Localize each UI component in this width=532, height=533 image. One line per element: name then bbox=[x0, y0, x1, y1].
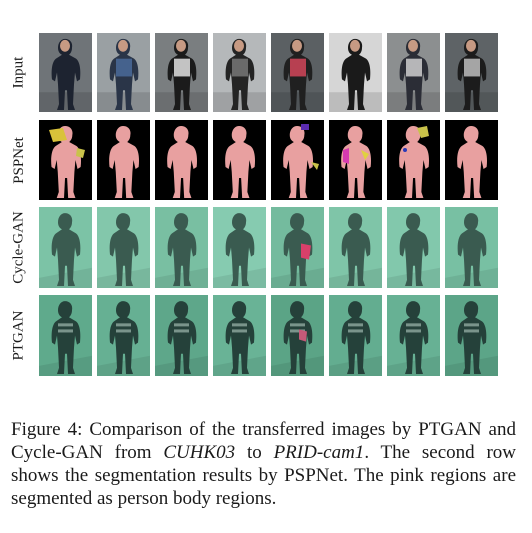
ptgan-image-6 bbox=[329, 295, 382, 376]
pspnet-image-1 bbox=[39, 120, 92, 200]
ptgan-image-2 bbox=[97, 295, 150, 376]
pspnet-image-8 bbox=[445, 120, 498, 200]
pspnet-image-2 bbox=[97, 120, 150, 200]
ptgan-image-8 bbox=[445, 295, 498, 376]
cyclegan-image-7 bbox=[387, 207, 440, 288]
input-image-5 bbox=[271, 33, 324, 112]
ptgan-image-7 bbox=[387, 295, 440, 376]
pspnet-image-7 bbox=[387, 120, 440, 200]
row-label-input: Input bbox=[10, 56, 27, 89]
input-image-2 bbox=[97, 33, 150, 112]
pspnet-image-3 bbox=[155, 120, 208, 200]
row-label-pspnet: PSPNet bbox=[10, 136, 27, 184]
ptgan-image-1 bbox=[39, 295, 92, 376]
ptgan-image-3 bbox=[155, 295, 208, 376]
caption-source-dataset: CUHK03 bbox=[163, 442, 236, 463]
cyclegan-image-5 bbox=[271, 207, 324, 288]
row-label-ptgan: PTGAN bbox=[10, 310, 27, 361]
input-image-7 bbox=[387, 33, 440, 112]
input-image-4 bbox=[213, 33, 266, 112]
input-image-3 bbox=[155, 33, 208, 112]
pspnet-image-4 bbox=[213, 120, 266, 200]
ptgan-image-4 bbox=[213, 295, 266, 376]
cyclegan-image-6 bbox=[329, 207, 382, 288]
cyclegan-image-8 bbox=[445, 207, 498, 288]
cyclegan-image-1 bbox=[39, 207, 92, 288]
caption-target-dataset: PRID-cam1 bbox=[273, 442, 365, 463]
input-image-1 bbox=[39, 33, 92, 112]
pspnet-image-6 bbox=[329, 120, 382, 200]
row-label-cyclegan: Cycle-GAN bbox=[10, 211, 27, 284]
input-image-6 bbox=[329, 33, 382, 112]
cyclegan-image-3 bbox=[155, 207, 208, 288]
ptgan-image-5 bbox=[271, 295, 324, 376]
pspnet-image-5 bbox=[271, 120, 324, 200]
input-image-8 bbox=[445, 33, 498, 112]
cyclegan-image-2 bbox=[97, 207, 150, 288]
cyclegan-image-4 bbox=[213, 207, 266, 288]
figure-caption: Figure 4: Comparison of the transferred … bbox=[11, 419, 516, 509]
